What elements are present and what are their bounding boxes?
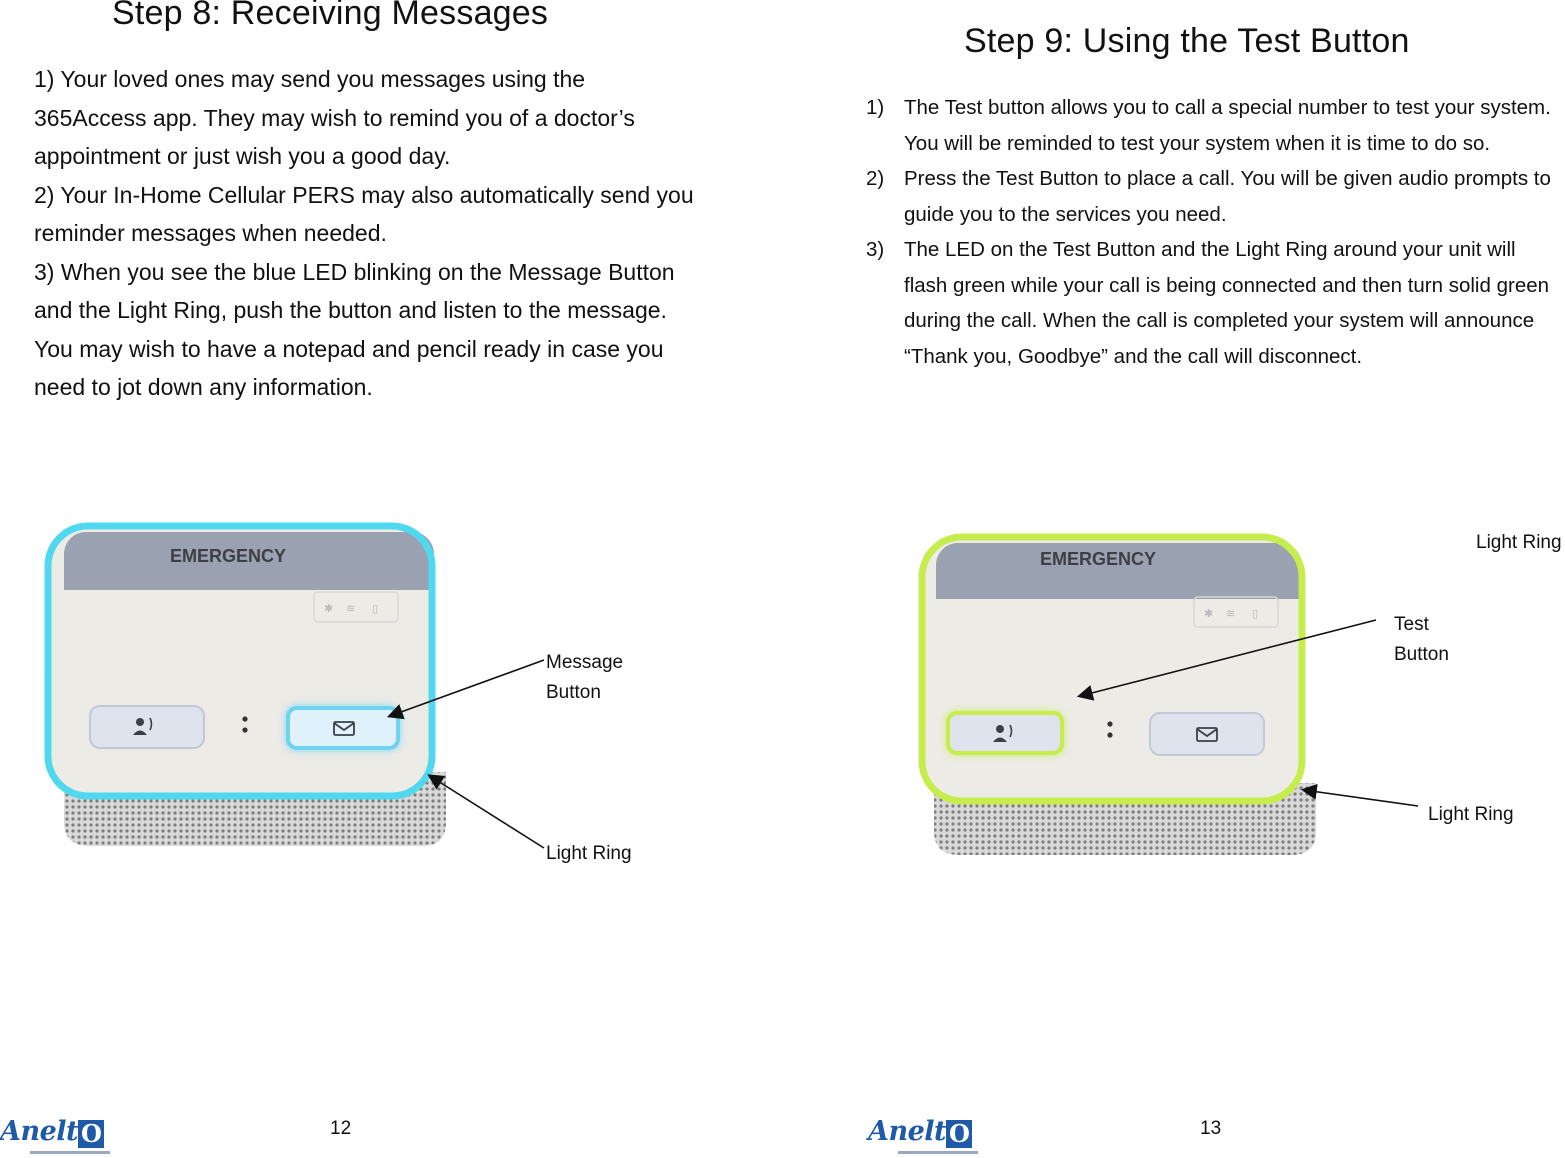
step-9-item-3: 3) The LED on the Test Button and the Li… [866, 238, 1550, 368]
emergency-label: EMERGENCY [1040, 549, 1156, 569]
step-9-list: 1)The Test button allows you to call a s… [866, 90, 1556, 374]
svg-text:▯: ▯ [372, 602, 378, 615]
speaker-person-icon [993, 724, 1013, 742]
device-illustration-test: EMERGENCY ✱ ≋ ▯ [914, 515, 1336, 865]
envelope-icon [1196, 727, 1218, 742]
svg-text:≋: ≋ [346, 602, 355, 615]
step-9-item-1: 1)The Test button allows you to call a s… [866, 96, 1551, 155]
envelope-icon [333, 721, 355, 736]
step-9-title: Step 9: Using the Test Button [964, 22, 1410, 60]
message-button[interactable] [1149, 712, 1265, 756]
step-9-item-2: 2)Press the Test Button to place a call.… [866, 167, 1551, 226]
indicator-dot [242, 716, 248, 722]
step-8-title: Step 8: Receiving Messages [112, 0, 549, 32]
callout-message-button: Message Button [546, 652, 624, 703]
step-8-paragraph-1: 1) Your loved ones may send you messages… [34, 66, 635, 169]
indicator-dot [1107, 721, 1113, 727]
status-indicator-icons: ✱ ≋ ▯ [1204, 607, 1258, 620]
message-button[interactable] [286, 706, 400, 750]
status-indicator-icons: ✱ ≋ ▯ [324, 602, 378, 615]
test-button[interactable] [946, 711, 1064, 755]
page-number: 13 [1200, 1118, 1222, 1139]
callout-test-button: Test Button [1394, 614, 1449, 665]
step-8-paragraph-2: 2) Your In-Home Cellular PERS may also a… [34, 181, 694, 247]
svg-text:✱: ✱ [324, 602, 333, 615]
step-8-paragraph-3: 3) When you see the blue LED blinking on… [34, 258, 675, 401]
svg-text:✱: ✱ [1204, 607, 1213, 620]
device-illustration-message: EMERGENCY ✱ ≋ ▯ [40, 510, 464, 856]
speaker-person-icon [133, 717, 153, 735]
page-13: Step 9: Using the Test Button 1)The Test… [782, 0, 1565, 1158]
anelto-logo: Anelt O [0, 1116, 118, 1158]
anelto-logo: Anelt O [868, 1116, 986, 1158]
test-button[interactable] [89, 705, 205, 749]
page-12: Step 8: Receiving Messages 1) Your loved… [0, 0, 782, 1158]
callout-light-ring: Light Ring [1428, 804, 1514, 825]
svg-text:≋: ≋ [1226, 607, 1235, 620]
emergency-label: EMERGENCY [170, 546, 286, 566]
page-number: 12 [330, 1118, 352, 1139]
step-8-body: 1) Your loved ones may send you messages… [34, 60, 694, 407]
callout-light-ring-top: Light Ring [1476, 532, 1562, 553]
callout-light-ring: Light Ring [546, 843, 632, 864]
svg-text:▯: ▯ [1252, 607, 1258, 620]
